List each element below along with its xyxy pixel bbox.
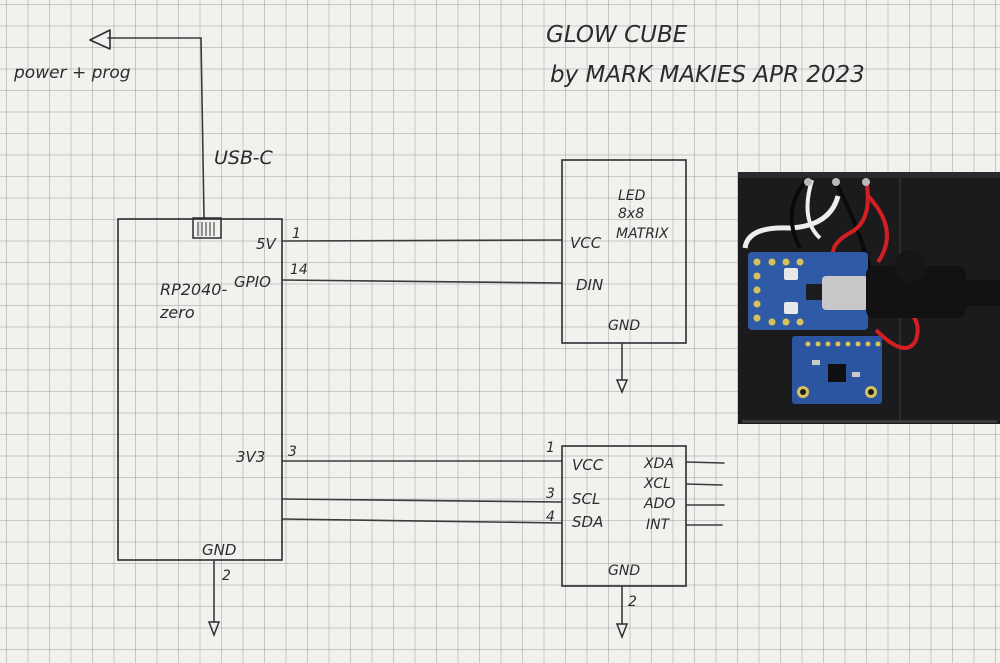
mcu-name-line-1: RP2040- xyxy=(160,280,227,299)
power-label: power + prog xyxy=(13,63,131,83)
wire-number-3v3: 3 xyxy=(288,444,297,460)
usb-c-label: USB-C xyxy=(214,147,274,169)
sensor-pin-xcl: XCL xyxy=(643,476,671,492)
sensor-ground-arrow xyxy=(615,585,629,640)
led-label-line-2: 8x8 xyxy=(618,206,644,222)
led-matrix-box xyxy=(561,159,687,344)
usb-c-connector xyxy=(192,217,222,239)
led-pin-din: DIN xyxy=(576,276,603,294)
power-arrow xyxy=(89,29,205,219)
imu-sensor-box xyxy=(561,445,725,587)
sensor-pin-ado: ADO xyxy=(643,496,675,512)
wire-number-mcu-gnd: 2 xyxy=(222,568,231,584)
wire-sda xyxy=(281,518,563,524)
mcu-pin-gpio: GPIO xyxy=(234,273,271,291)
sensor-wire-number-sda: 4 xyxy=(546,509,555,525)
led-label-line-3: MATRIX xyxy=(616,226,669,242)
wire-scl xyxy=(281,498,563,503)
led-pin-vcc: VCC xyxy=(570,234,602,252)
title-line-1: GLOW CUBE xyxy=(546,22,688,48)
mcu-name-line-2: zero xyxy=(159,303,195,322)
sensor-wire-number-vcc: 1 xyxy=(546,440,555,456)
led-ground-arrow xyxy=(615,342,629,394)
wire-gpio-to-led-din xyxy=(281,279,563,284)
sensor-pin-scl: SCL xyxy=(572,490,600,508)
mcu-pin-3v3: 3V3 xyxy=(236,448,265,466)
title-line-2: by MARK MAKIES APR 2023 xyxy=(550,62,865,88)
sensor-pin-int: INT xyxy=(646,517,671,533)
wire-5v-to-led-vcc xyxy=(281,239,563,242)
mcu-ground-arrow xyxy=(207,559,221,638)
sensor-pin-sda: SDA xyxy=(572,513,603,531)
sensor-wire-number-gnd: 2 xyxy=(628,594,637,610)
wire-number-5v: 1 xyxy=(292,226,301,242)
mcu-pin-5v: 5V xyxy=(256,235,278,253)
sensor-pin-xda: XDA xyxy=(643,456,674,472)
led-label-line-1: LED xyxy=(618,188,646,204)
rp2040-zero-board xyxy=(117,217,283,561)
led-pin-gnd: GND xyxy=(608,318,640,334)
sensor-wire-number-scl: 3 xyxy=(546,486,555,502)
sensor-pin-gnd: GND xyxy=(608,563,640,579)
assembled-board-photo xyxy=(738,172,1000,424)
sensor-pin-vcc: VCC xyxy=(572,456,604,474)
wire-number-gpio: 14 xyxy=(290,262,308,278)
mcu-pin-gnd: GND xyxy=(202,541,236,559)
